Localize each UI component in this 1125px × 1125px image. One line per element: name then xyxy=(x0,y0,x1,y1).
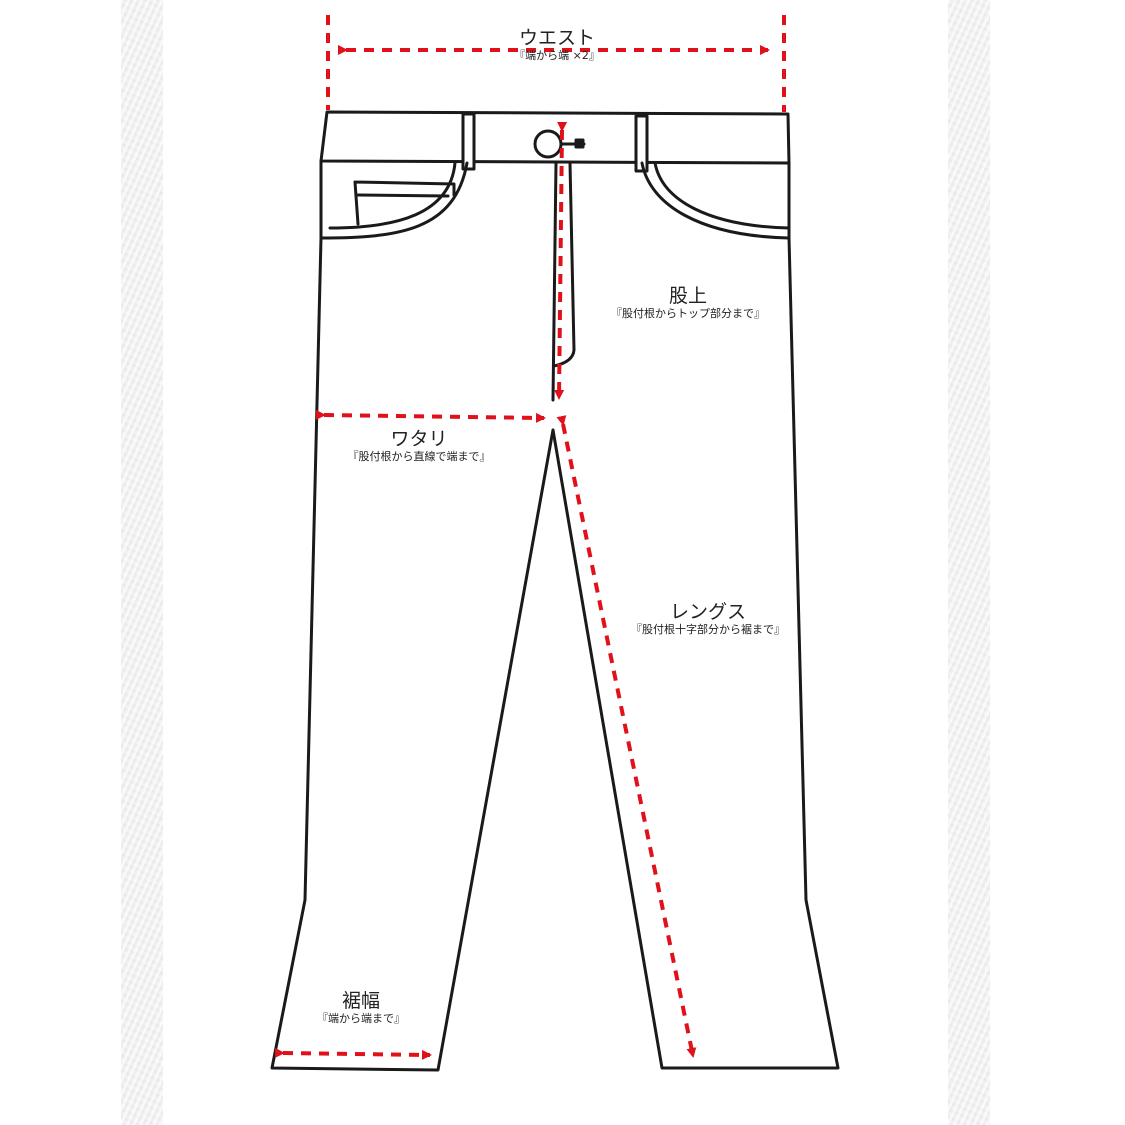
left-leg-outline xyxy=(270,159,555,1072)
coin-pocket xyxy=(353,180,456,226)
right-pocket-opening xyxy=(640,161,791,240)
thigh-label: ワタリ 『股付根から直線で端まで』 xyxy=(348,428,491,464)
hem-title: 裾幅 xyxy=(341,990,380,1012)
waist-note: 『端から端 ×2』 xyxy=(514,49,600,62)
hem-label: 裾幅 『端から端まで』 xyxy=(317,990,405,1026)
inseam-note: 『股付根十字部分から裾まで』 xyxy=(631,623,785,636)
left-texture-panel xyxy=(121,0,163,1125)
pants-outline xyxy=(270,110,840,1072)
right-texture-panel xyxy=(948,0,990,1125)
thigh-title: ワタリ xyxy=(390,428,448,450)
measurement-arrows xyxy=(274,45,770,1060)
rise-title: 股上 xyxy=(668,285,707,307)
belt-loop-right xyxy=(634,114,649,173)
waist-button xyxy=(533,129,563,159)
rise-label: 股上 『股付根からトップ部分まで』 xyxy=(611,285,765,321)
left-pocket-inner xyxy=(328,161,457,230)
inseam-label: レングス 『股付根十字部分から裾まで』 xyxy=(631,601,785,637)
measurement-guides xyxy=(326,15,786,112)
thigh-arrow xyxy=(315,409,546,423)
buttonhole-end xyxy=(574,138,585,149)
rise-note: 『股付根からトップ部分まで』 xyxy=(611,307,765,320)
hem-arrow xyxy=(274,1047,432,1060)
belt-loop-left xyxy=(461,112,476,171)
waist-label: ウエスト 『端から端 ×2』 xyxy=(514,27,600,63)
rise-arrow xyxy=(554,121,568,400)
hem-note: 『端から端まで』 xyxy=(317,1012,405,1025)
waist-title: ウエスト xyxy=(518,27,595,49)
thigh-note: 『股付根から直線で端まで』 xyxy=(347,450,491,463)
right-pocket-inner xyxy=(653,161,791,230)
inseam-arrow xyxy=(556,415,697,1058)
inseam-title: レングス xyxy=(669,601,746,623)
left-pocket-opening xyxy=(319,161,469,240)
